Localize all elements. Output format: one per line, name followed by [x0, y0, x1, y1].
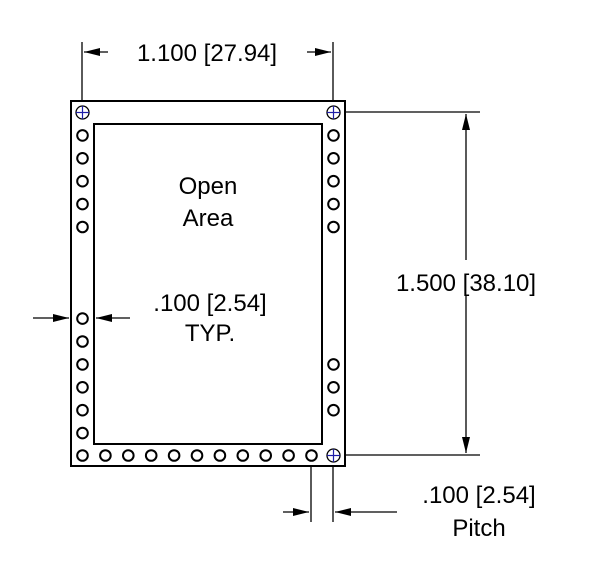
- pin-hole-left: [76, 152, 89, 165]
- pin-hole-bottom: [259, 449, 273, 462]
- pin-hole-right: [327, 197, 340, 211]
- pin-hole-left: [76, 174, 89, 188]
- pin-hole-bottom: [305, 449, 318, 462]
- mounting-hole-top-left: [75, 105, 90, 120]
- board-outline: [70, 100, 346, 467]
- typical-offset-dimension: .100 [2.54] TYP.: [33, 290, 267, 347]
- pin-hole-left: [76, 381, 89, 394]
- pin-hole-bottom: [144, 449, 158, 462]
- height-dimension: 1.500 [38.10]: [345, 111, 536, 456]
- pin-hole-right: [327, 220, 340, 234]
- pin-hole-left: [76, 426, 89, 440]
- pin-hole-bottom: [236, 449, 250, 462]
- mounting-hole-top-right: [326, 105, 341, 120]
- open-area-outline: [93, 123, 323, 445]
- arrow-head: [96, 314, 112, 322]
- pin-hole-left: [76, 312, 89, 325]
- height-dimension-text: 1.500 [38.10]: [396, 270, 536, 297]
- pin-hole-bottom: [282, 449, 295, 462]
- pin-hole-bottom: [167, 449, 181, 462]
- pitch-dimension-text: .100 [2.54]: [422, 482, 535, 509]
- pitch-label: Pitch: [452, 515, 505, 542]
- open-area-label-line-2: Area: [183, 205, 234, 232]
- arrow-head: [315, 48, 331, 56]
- pin-hole-bottom: [122, 449, 135, 462]
- pin-hole-bottom: [190, 449, 204, 462]
- arrow-head: [462, 437, 470, 453]
- pin-hole-left: [76, 220, 89, 234]
- arrow-head: [335, 508, 351, 516]
- arrow-head: [462, 114, 470, 130]
- pin-hole-right: [327, 358, 340, 371]
- pin-hole-bottom: [99, 449, 112, 462]
- pin-hole-right: [327, 381, 340, 394]
- typical-offset-text: .100 [2.54]: [153, 290, 266, 317]
- pin-hole-left: [76, 403, 89, 417]
- pitch-dimension: .100 [2.54] Pitch: [283, 466, 536, 542]
- pin-hole-bottom: [213, 449, 227, 462]
- pin-hole-left: [76, 129, 89, 142]
- mounting-hole-bottom-right: [326, 448, 341, 463]
- arrow-head: [293, 508, 309, 516]
- pin-hole-right: [327, 129, 340, 142]
- arrow-head: [84, 48, 100, 56]
- pin-hole-left: [76, 358, 89, 371]
- pin-hole-right: [327, 152, 340, 165]
- pin-hole-left: [76, 197, 89, 211]
- width-dimension-text: 1.100 [27.94]: [137, 40, 277, 67]
- pin-hole-right: [327, 403, 340, 417]
- width-dimension: 1.100 [27.94]: [81, 40, 334, 101]
- pin-holes: [76, 129, 340, 462]
- typical-label: TYP.: [185, 320, 235, 347]
- pin-hole-bottom: [76, 449, 89, 462]
- pin-hole-left: [76, 335, 89, 348]
- open-area-label-line-1: Open: [179, 173, 238, 200]
- arrow-head: [53, 314, 69, 322]
- pin-hole-right: [327, 174, 340, 188]
